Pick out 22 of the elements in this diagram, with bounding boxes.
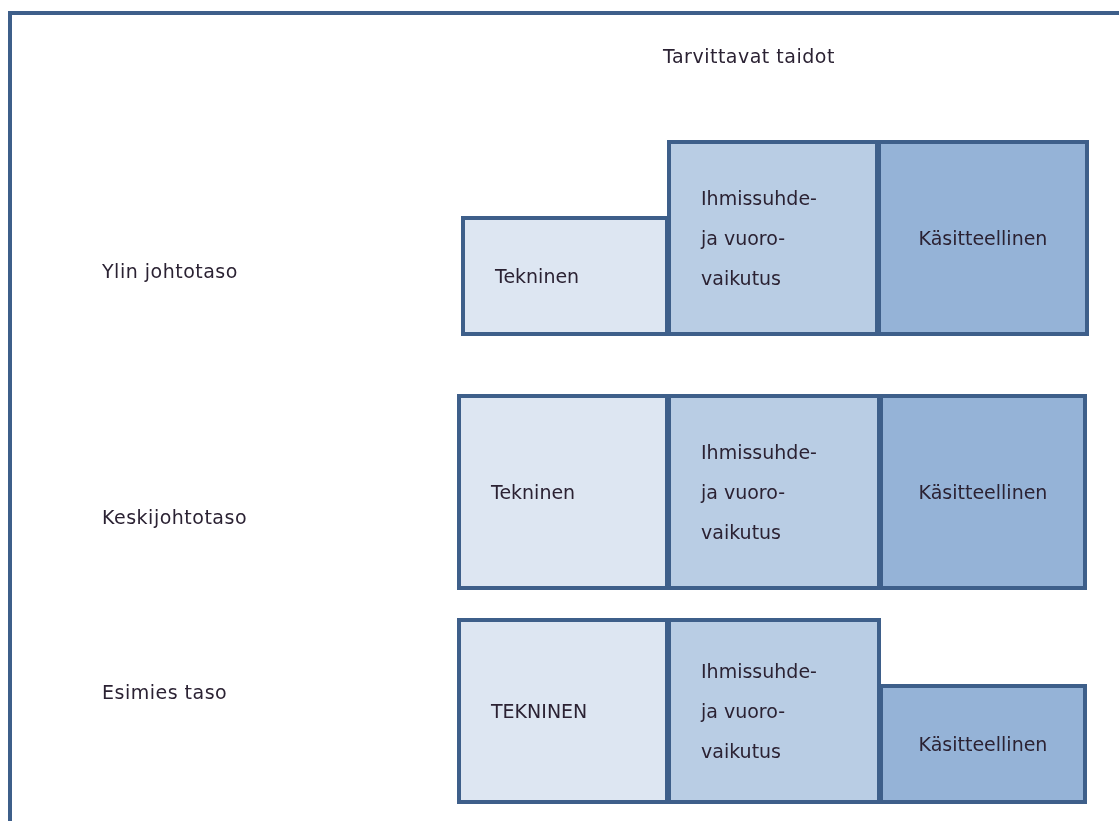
skill-box xyxy=(877,140,1089,336)
skill-label: Käsitteellinen xyxy=(918,226,1048,251)
skill-label: TEKNINEN xyxy=(491,699,588,724)
skill-box xyxy=(667,140,879,336)
skill-label: Käsitteellinen xyxy=(918,480,1048,505)
skill-box xyxy=(667,618,881,804)
level-label: Esimies taso xyxy=(102,681,228,703)
skill-label: Ihmissuhde- ja vuoro- vaikutus xyxy=(701,440,818,545)
level-label: Keskijohtotaso xyxy=(102,506,248,528)
skill-label: Käsitteellinen xyxy=(918,732,1048,757)
skill-label: Tekninen xyxy=(495,264,580,289)
skill-label: Ihmissuhde- ja vuoro- vaikutus xyxy=(701,186,818,291)
skill-box xyxy=(461,216,669,336)
skill-box xyxy=(879,394,1087,590)
skill-box xyxy=(667,394,881,590)
skill-box xyxy=(457,394,669,590)
diagram-title: Tarvittavat taidot xyxy=(663,45,835,67)
skill-box xyxy=(879,684,1087,804)
level-label: Ylin johtotaso xyxy=(102,260,238,282)
skill-box xyxy=(457,618,669,804)
skill-label: Ihmissuhde- ja vuoro- vaikutus xyxy=(701,659,818,764)
skill-label: Tekninen xyxy=(491,480,576,505)
